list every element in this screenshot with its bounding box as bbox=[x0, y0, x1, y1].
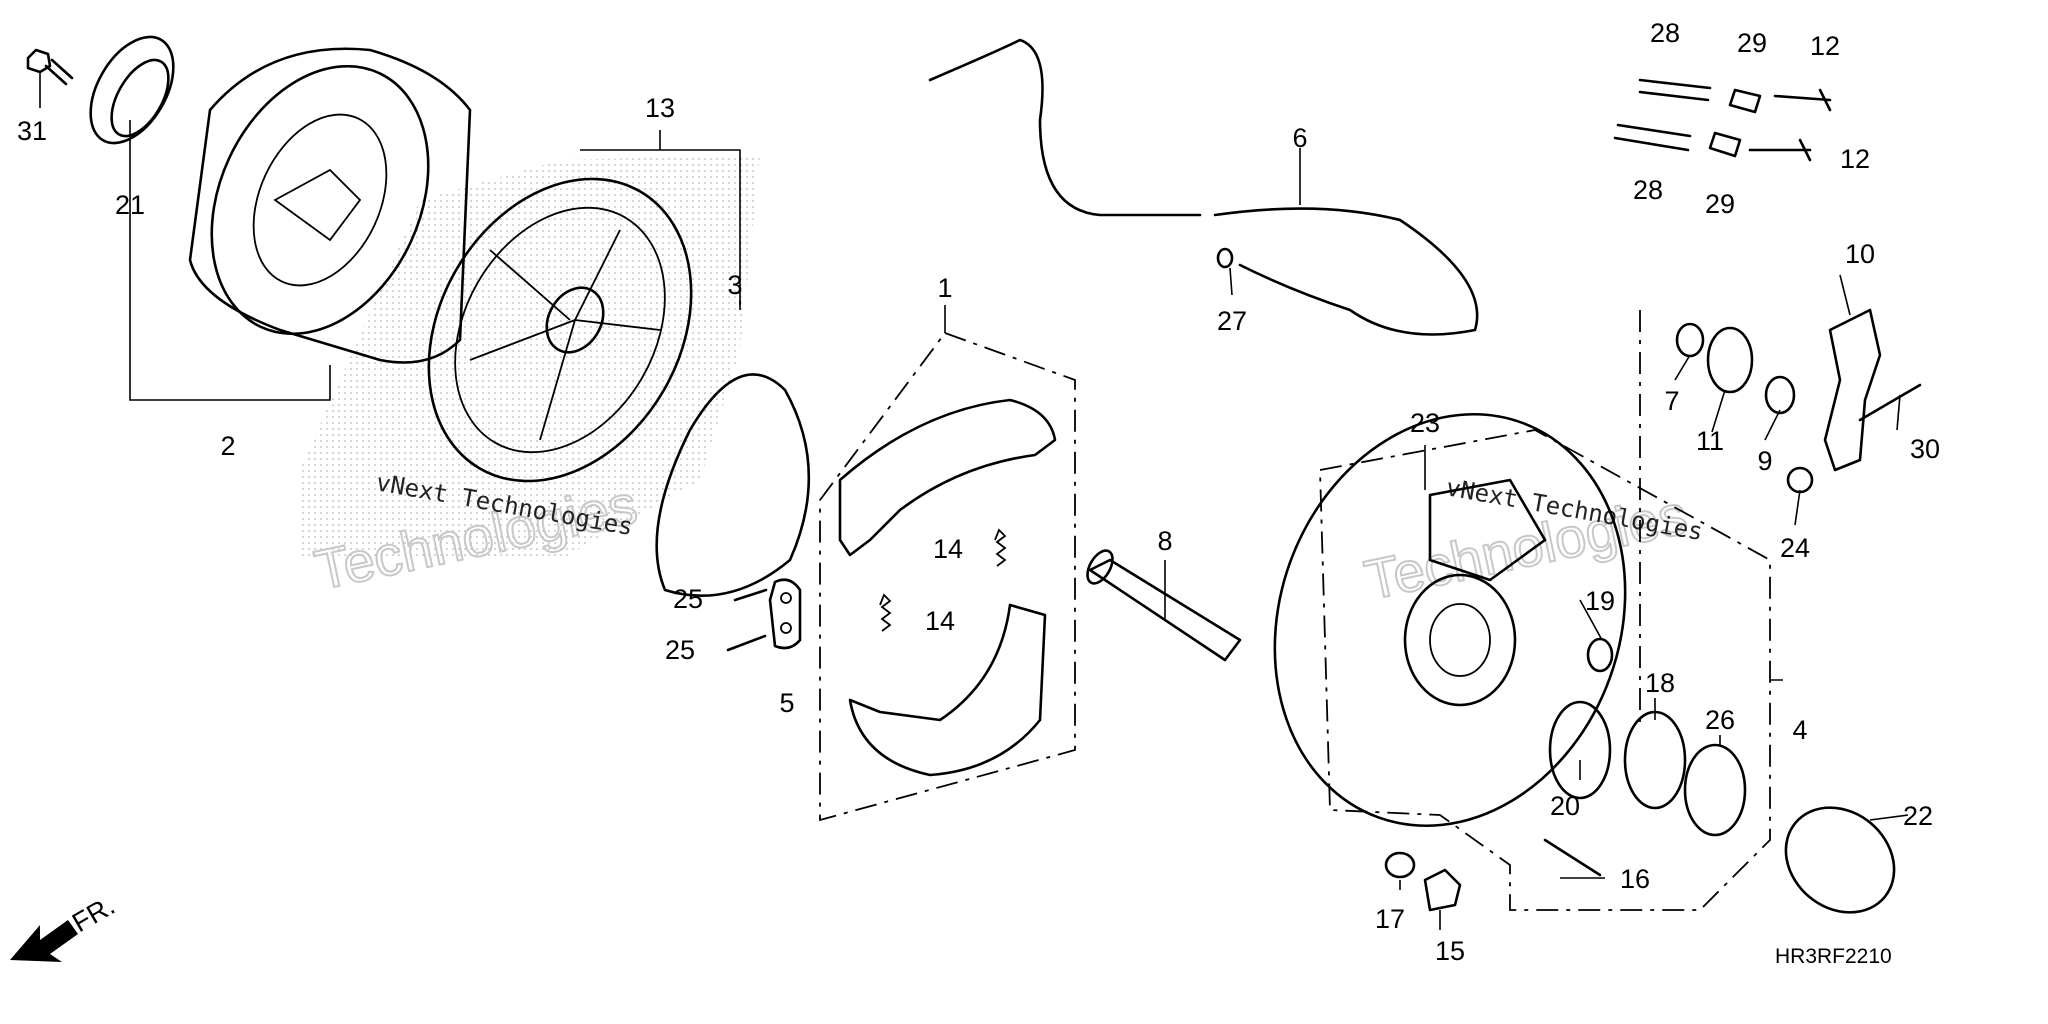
brake-shoe-1-upper bbox=[838, 398, 1057, 557]
callout-4: 4 bbox=[1792, 715, 1807, 745]
callout-14b: 14 bbox=[925, 606, 955, 636]
callout-26: 26 bbox=[1705, 705, 1735, 735]
callout-21: 21 bbox=[115, 190, 145, 220]
bracket-13 bbox=[580, 149, 741, 305]
seal-20 bbox=[1548, 700, 1612, 800]
spring-28b bbox=[1613, 123, 1692, 152]
callout-12a: 12 bbox=[1810, 31, 1840, 61]
group-bracket-1 bbox=[819, 331, 1076, 822]
pin-29b bbox=[1708, 131, 1742, 158]
pin-25a bbox=[733, 588, 768, 602]
callout-6: 6 bbox=[1292, 123, 1307, 153]
nut-24 bbox=[1786, 466, 1814, 494]
callout-23: 23 bbox=[1410, 408, 1440, 438]
callout-17: 17 bbox=[1375, 904, 1405, 934]
callout-29b: 29 bbox=[1705, 189, 1735, 219]
stud-16 bbox=[1543, 838, 1602, 877]
callout-20: 20 bbox=[1550, 791, 1580, 821]
callout-5: 5 bbox=[779, 688, 794, 718]
clip-27 bbox=[1216, 247, 1234, 269]
group-bracket-4 bbox=[1319, 429, 1771, 911]
brake-shoe-1-lower bbox=[848, 603, 1047, 777]
callout-28a: 28 bbox=[1650, 18, 1680, 48]
cam-9 bbox=[1764, 375, 1796, 415]
seal-21 bbox=[89, 35, 175, 145]
brake-drum-2 bbox=[188, 47, 472, 364]
callout-18: 18 bbox=[1645, 668, 1675, 698]
oring-22 bbox=[1784, 806, 1896, 914]
spring-14-upper bbox=[994, 528, 1007, 567]
washer-7 bbox=[1675, 322, 1705, 358]
callout-25b: 25 bbox=[665, 635, 695, 665]
callout-13: 13 bbox=[645, 93, 675, 123]
callout-27: 27 bbox=[1217, 306, 1247, 336]
callout-25a: 25 bbox=[673, 584, 703, 614]
callout-2: 2 bbox=[220, 431, 235, 461]
halftone-shadow bbox=[300, 155, 760, 560]
hose-6 bbox=[928, 38, 1479, 336]
callout-19: 19 bbox=[1585, 586, 1615, 616]
pin-12a bbox=[1773, 88, 1832, 112]
bearing-18 bbox=[1623, 710, 1687, 810]
callout-9: 9 bbox=[1757, 446, 1772, 476]
bolt-31 bbox=[26, 48, 74, 86]
front-direction-arrow bbox=[10, 920, 78, 962]
leader-lines bbox=[39, 72, 1909, 930]
shaft-8 bbox=[1086, 549, 1242, 662]
spring-14-lower bbox=[879, 593, 892, 632]
callout-24: 24 bbox=[1780, 533, 1810, 563]
callout-11: 11 bbox=[1696, 426, 1724, 456]
washer-17 bbox=[1384, 851, 1416, 879]
callout-10: 10 bbox=[1845, 239, 1875, 269]
callout-29a: 29 bbox=[1737, 28, 1767, 58]
plate-5 bbox=[768, 578, 802, 650]
bolt-30 bbox=[1858, 383, 1922, 422]
callout-16: 16 bbox=[1620, 864, 1650, 894]
callout-8: 8 bbox=[1157, 526, 1172, 556]
callout-12b: 12 bbox=[1840, 144, 1870, 174]
hub-housing-4 bbox=[1273, 412, 1627, 828]
spring-28a bbox=[1638, 78, 1712, 102]
pin-12b bbox=[1748, 138, 1812, 162]
pin-25b bbox=[726, 634, 767, 652]
part-code: HR3RF2210 bbox=[1775, 945, 1892, 968]
callout-15: 15 bbox=[1435, 936, 1465, 966]
arm-10 bbox=[1823, 308, 1882, 472]
callout-22: 22 bbox=[1903, 801, 1933, 831]
pin-29a bbox=[1728, 88, 1762, 114]
brake-panel-13 bbox=[427, 177, 693, 483]
ring-3 bbox=[655, 373, 811, 597]
bracket-2 bbox=[129, 165, 331, 401]
callout-3: 3 bbox=[727, 270, 742, 300]
washer-19 bbox=[1586, 637, 1614, 673]
callout-14a: 14 bbox=[933, 534, 963, 564]
callout-1: 1 bbox=[937, 273, 952, 303]
spring-11 bbox=[1706, 326, 1754, 394]
bolt-15 bbox=[1423, 868, 1462, 912]
callout-7: 7 bbox=[1664, 386, 1679, 416]
callout-30: 30 bbox=[1910, 434, 1940, 464]
circlip-26 bbox=[1683, 743, 1747, 837]
callout-28b: 28 bbox=[1633, 175, 1663, 205]
callout-31: 31 bbox=[17, 116, 47, 146]
